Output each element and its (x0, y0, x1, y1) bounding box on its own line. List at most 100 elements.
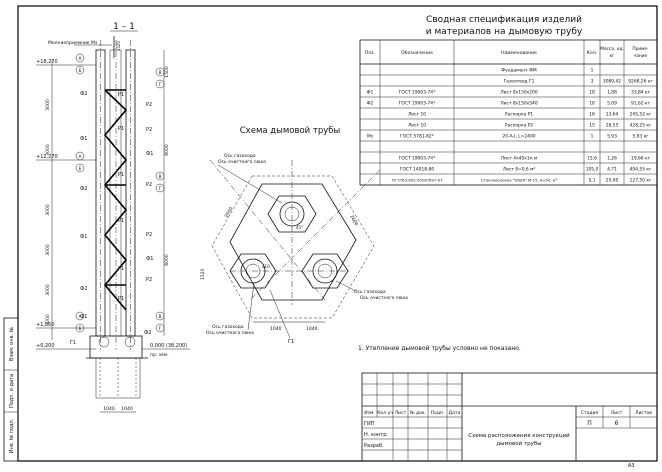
tb-stage-head: Стадия (581, 410, 599, 416)
marker-a1: А (78, 56, 82, 62)
spec-header-4-b: кг (610, 54, 616, 59)
spec-cell-r1-c2: Газоотвод Г1 (504, 79, 535, 85)
spec-cell-r3-c5: 91,62 кг (631, 101, 651, 107)
scheme-g1-label: Г1 (288, 339, 294, 345)
spec-cell-r2-c5: 33,84 кг (631, 90, 651, 96)
scheme-title: Схема дымовой трубы (240, 126, 341, 136)
spec-cell-r5-c5: 428,25 кг (630, 123, 652, 129)
marker-b3: Б (78, 326, 81, 332)
base-dim-2: 1040 (121, 406, 133, 412)
spec-cell-r8-c4: 1,26 (607, 156, 617, 162)
scheme-dim-1040-a: 1040 (270, 326, 282, 332)
scheme-dim-2600-left: 2600 (224, 206, 235, 219)
spec-cell-r9-c2: Лист δ=0,6 м² (503, 167, 536, 173)
spec-cell-r6-c2: 20-А-I, L=2400 (502, 134, 535, 140)
section-label: 1 – 1 (113, 22, 135, 32)
spec-header-3: Кол. (587, 50, 597, 56)
spec-cell-r4-c5: 245,52 кг (630, 112, 652, 118)
marker-b2: Б (78, 166, 81, 172)
spec-cell-r6-c1: ГОСТ 5781-82* (400, 134, 435, 140)
spec-cell-r5-c1: Лист 10 (408, 123, 426, 129)
tower-elevation: 1 – 1 Молниеприемник Мз 1040 1040 (36, 22, 190, 413)
spec-cell-r9-c1: ГОСТ 14918-80 (400, 167, 435, 173)
spec-cell-r2-c4: 1,88 (607, 90, 617, 96)
spec-cell-r5-c3: 15 (589, 123, 595, 129)
spec-cell-r3-c1: ГОСТ 19903-74* (399, 101, 436, 107)
scheme-axis-label-bottom: Ось газохода (212, 324, 244, 330)
label-f2-c: Ф2 (80, 286, 88, 292)
scheme-angle: 45° (296, 225, 303, 230)
spec-header-5-b: чание (634, 54, 648, 59)
left-dim-2: 3000 (45, 144, 51, 156)
spec-cell-r2-c2: Лист 8х150х200 (500, 90, 537, 96)
base-dim-1: 1040 (103, 406, 115, 412)
spec-cell-r1-c4: 3089,42 (603, 79, 621, 85)
elevation-note: пр. зем. (150, 353, 169, 358)
elevation-1550: +1,550 (36, 322, 55, 328)
side-stamp: Взам. инв. № Подп. и дата Инв. № подл. (3, 317, 19, 462)
label-f2-a: Ф2 (80, 91, 88, 97)
spec-cell-r8-c2: Лист 4х40х1п.м (501, 156, 537, 162)
tb-head-sign: Подп. (431, 410, 445, 416)
lattice-zigzag (103, 89, 128, 311)
label-f1-d: Ф1 (146, 151, 154, 157)
marker-a3: А (78, 314, 82, 320)
elevation-0200: +0,200 (36, 343, 55, 349)
spec-cell-r8-c1: ГОСТ 19903-74* (399, 156, 436, 162)
label-p1-c: Р1 (118, 172, 124, 178)
spec-cell-r4-c3: 18 (589, 112, 595, 118)
label-f2-d: Ф2 (144, 330, 152, 336)
scheme-dim-410: 410 (262, 264, 270, 269)
spec-cell-r1-c3: 3 (591, 79, 594, 85)
label-f1-a: Ф1 (80, 136, 88, 142)
left-dim-1: 3000 (45, 99, 51, 111)
stamp-replace: Взам. инв. № (9, 326, 15, 361)
spec-cell-r10-c5: 127,50 кг (630, 178, 652, 184)
top-dim: 1520 (116, 40, 121, 51)
spec-cell-r9-c5: 494,55 кг (630, 167, 652, 173)
spec-cell-r4-c4: 13,64 (606, 112, 619, 118)
sheet-frame (17, 5, 658, 462)
tb-head-list: Лист (395, 410, 407, 416)
elevation-12270: +12,270 (36, 154, 58, 160)
scheme-dim-2600-right: 2600 (348, 214, 359, 227)
spec-cell-r6-c3: 1 (591, 134, 594, 140)
label-p1-e: Р1 (118, 266, 124, 272)
label-p2-d: Р2 (146, 232, 152, 238)
spec-cell-r10-c2: Стекловолокно "URSA" M-25, δ=50, м³ (481, 178, 558, 183)
label-f2-b: Ф2 (80, 186, 88, 192)
tb-head-date: Дата (449, 410, 461, 416)
marker-v3: В (158, 314, 161, 320)
label-p2-c: Р2 (146, 182, 152, 188)
label-p1-b: Р1 (118, 126, 124, 132)
spec-cell-r4-c2: Распорка Р1 (505, 112, 533, 118)
marker-b1: Б (78, 68, 81, 74)
stamp-sign-date: Подп. и дата (9, 374, 15, 408)
tb-sheet: 6 (615, 420, 619, 427)
left-dim-3: 3000 (45, 204, 51, 216)
right-dim-3: 6000 (164, 254, 170, 266)
spec-cell-r10-c3: 5,1 (589, 178, 596, 184)
spec-cell-r2-c0: Ф1 (367, 90, 374, 96)
marker-g3: Г (159, 326, 162, 332)
spec-title: Сводная спецификация изделий и материало… (426, 15, 583, 37)
spec-header-2: Наименование (501, 50, 537, 56)
spec-cell-r2-c3: 18 (589, 90, 595, 96)
scheme-dim-1520: 1520 (200, 268, 206, 280)
marker-g2: Г (159, 186, 162, 192)
label-g1: Г1 (70, 340, 76, 346)
spec-cell-r3-c2: Лист 8х150х540 (500, 101, 537, 107)
tb-format: А3 (628, 463, 635, 468)
scheme-clean-label-right: Ось очистного люка (360, 295, 408, 301)
spec-cell-r8-c5: 19,66 кг (631, 156, 651, 162)
tb-head-izm: Изм. (364, 410, 375, 416)
spec-cell-r6-c5: 5,93 кг (632, 134, 649, 140)
label-p2-a: Р2 (146, 102, 152, 108)
marker-a2: А (78, 154, 82, 160)
spec-header-5: Приме- (632, 46, 649, 52)
spec-header-4: Масса, ед. (600, 46, 623, 52)
spec-cell-r1-c5: 9268,26 кг (628, 79, 653, 85)
label-p1-d: Р1 (118, 218, 124, 224)
